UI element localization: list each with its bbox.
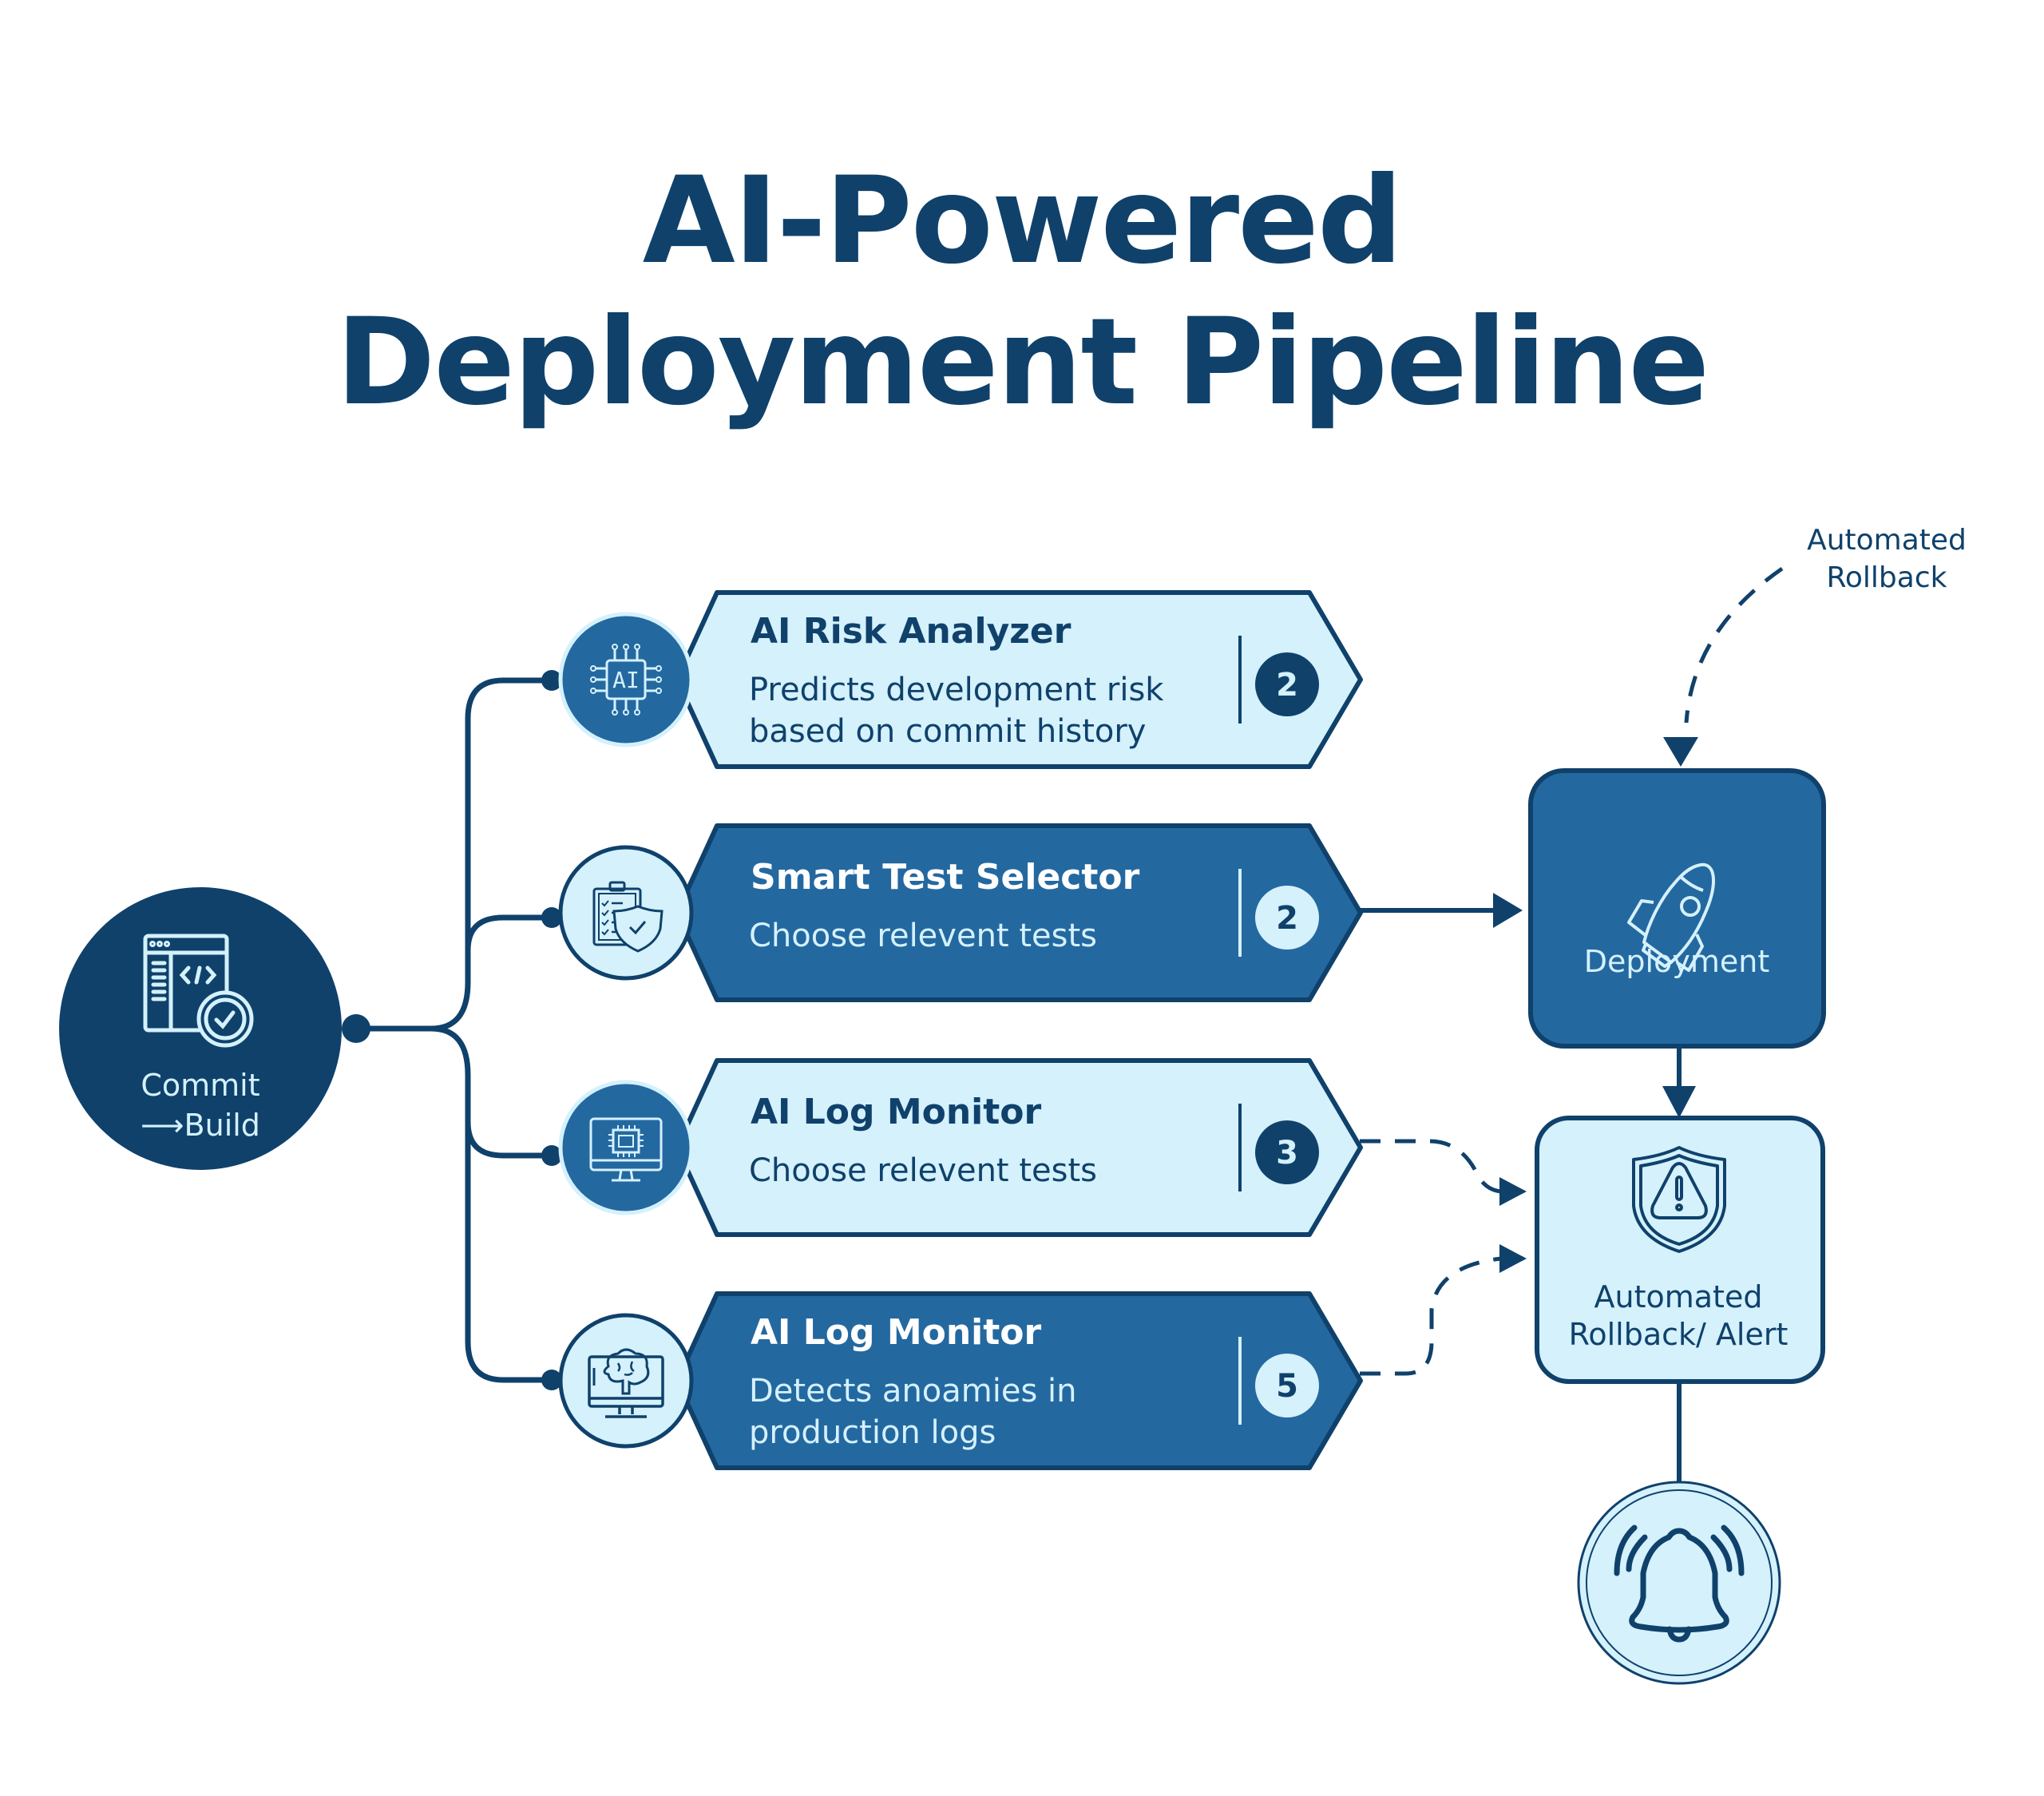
step-description-line: production logs <box>749 1414 996 1451</box>
step-description-line: based on commit history <box>749 713 1146 750</box>
dashed-step4-to-rollback <box>1360 1256 1502 1376</box>
step-badge-number: 2 <box>1276 900 1298 937</box>
svg-text:AI: AI <box>612 667 640 693</box>
step-title: Smart Test Selector <box>751 857 1140 898</box>
build-label: ⟶Build <box>141 1108 260 1143</box>
arrowhead-deployment <box>1493 893 1523 928</box>
step-card-shape <box>675 590 1363 769</box>
step-card-shape <box>675 1291 1363 1470</box>
rollback-label-line-2: Rollback <box>1827 561 1947 594</box>
rollback-alert-line-1: Automated <box>1594 1279 1763 1314</box>
title-line-1: AI-Powered <box>643 152 1402 291</box>
deployment-node[interactable]: Deployment <box>1528 768 1826 1049</box>
step-badge <box>1255 1120 1319 1184</box>
rollback-alert-node[interactable]: Automated Rollback/ Alert <box>1535 1116 1825 1384</box>
branch-dot-1 <box>541 670 562 691</box>
step-title: AI Log Monitor <box>751 1312 1042 1353</box>
dashed-step3-to-rollback <box>1360 1139 1502 1194</box>
arrowhead-rollback-2 <box>1499 1244 1527 1273</box>
step-icon-circle <box>558 1313 694 1449</box>
hub-dot <box>342 1014 370 1043</box>
step-badge <box>1255 1354 1319 1417</box>
step-title: AI Risk Analyzer <box>751 611 1072 652</box>
branch-connectors <box>356 677 552 1383</box>
monitor-chip-icon <box>589 1117 663 1182</box>
ai-chip-icon: AI <box>590 644 662 716</box>
arrowhead-rollback-top <box>1663 737 1698 767</box>
branch-dot-3 <box>541 1145 562 1166</box>
step-description-line: Choose relevent tests <box>749 1152 1097 1189</box>
step-badge <box>1255 886 1319 950</box>
step-badge <box>1255 652 1319 716</box>
step-description-line: Detects anoamies in <box>749 1373 1077 1409</box>
branch-dot-2 <box>541 907 562 928</box>
rollback-label-line-1: Automated <box>1807 524 1967 557</box>
step-badge-number: 2 <box>1276 667 1298 704</box>
connector-step-3 <box>465 1121 552 1159</box>
branch-dot-4 <box>541 1370 562 1390</box>
step-description-line: Choose relevent tests <box>749 918 1097 954</box>
connector-step-2 <box>465 914 552 951</box>
rocket-icon <box>1627 862 1715 972</box>
dashed-rollback-to-deployment <box>1684 566 1784 724</box>
clipboard-shield-icon <box>592 881 664 953</box>
commit-build-node[interactable]: Commit ⟶Build <box>59 887 342 1170</box>
code-window-check-icon <box>143 934 254 1048</box>
step-badge-number: 5 <box>1276 1368 1298 1405</box>
monitor-brain-icon <box>588 1348 664 1418</box>
step-card-shape <box>675 1058 1363 1237</box>
step-badge-number: 3 <box>1276 1135 1298 1172</box>
shield-warning-icon <box>1632 1146 1726 1253</box>
deployment-label: Deployment <box>1584 944 1769 979</box>
commit-label: Commit <box>141 1068 259 1103</box>
alert-bell-node[interactable] <box>1577 1481 1781 1685</box>
arrowhead-deploy-to-rollback <box>1662 1086 1696 1118</box>
step-description-line: Predicts development risk <box>749 672 1164 708</box>
bell-ringing-icon <box>1614 1524 1745 1643</box>
step-title: AI Log Monitor <box>751 1092 1042 1132</box>
rollback-alert-line-2: Rollback/ Alert <box>1569 1317 1788 1352</box>
connector-step-1 <box>356 677 552 1032</box>
connector-step-4 <box>430 1025 552 1383</box>
step-icon-circle <box>558 612 694 747</box>
arrowhead-rollback-1 <box>1499 1177 1527 1206</box>
title-line-2: Deployment Pipeline <box>336 293 1708 432</box>
